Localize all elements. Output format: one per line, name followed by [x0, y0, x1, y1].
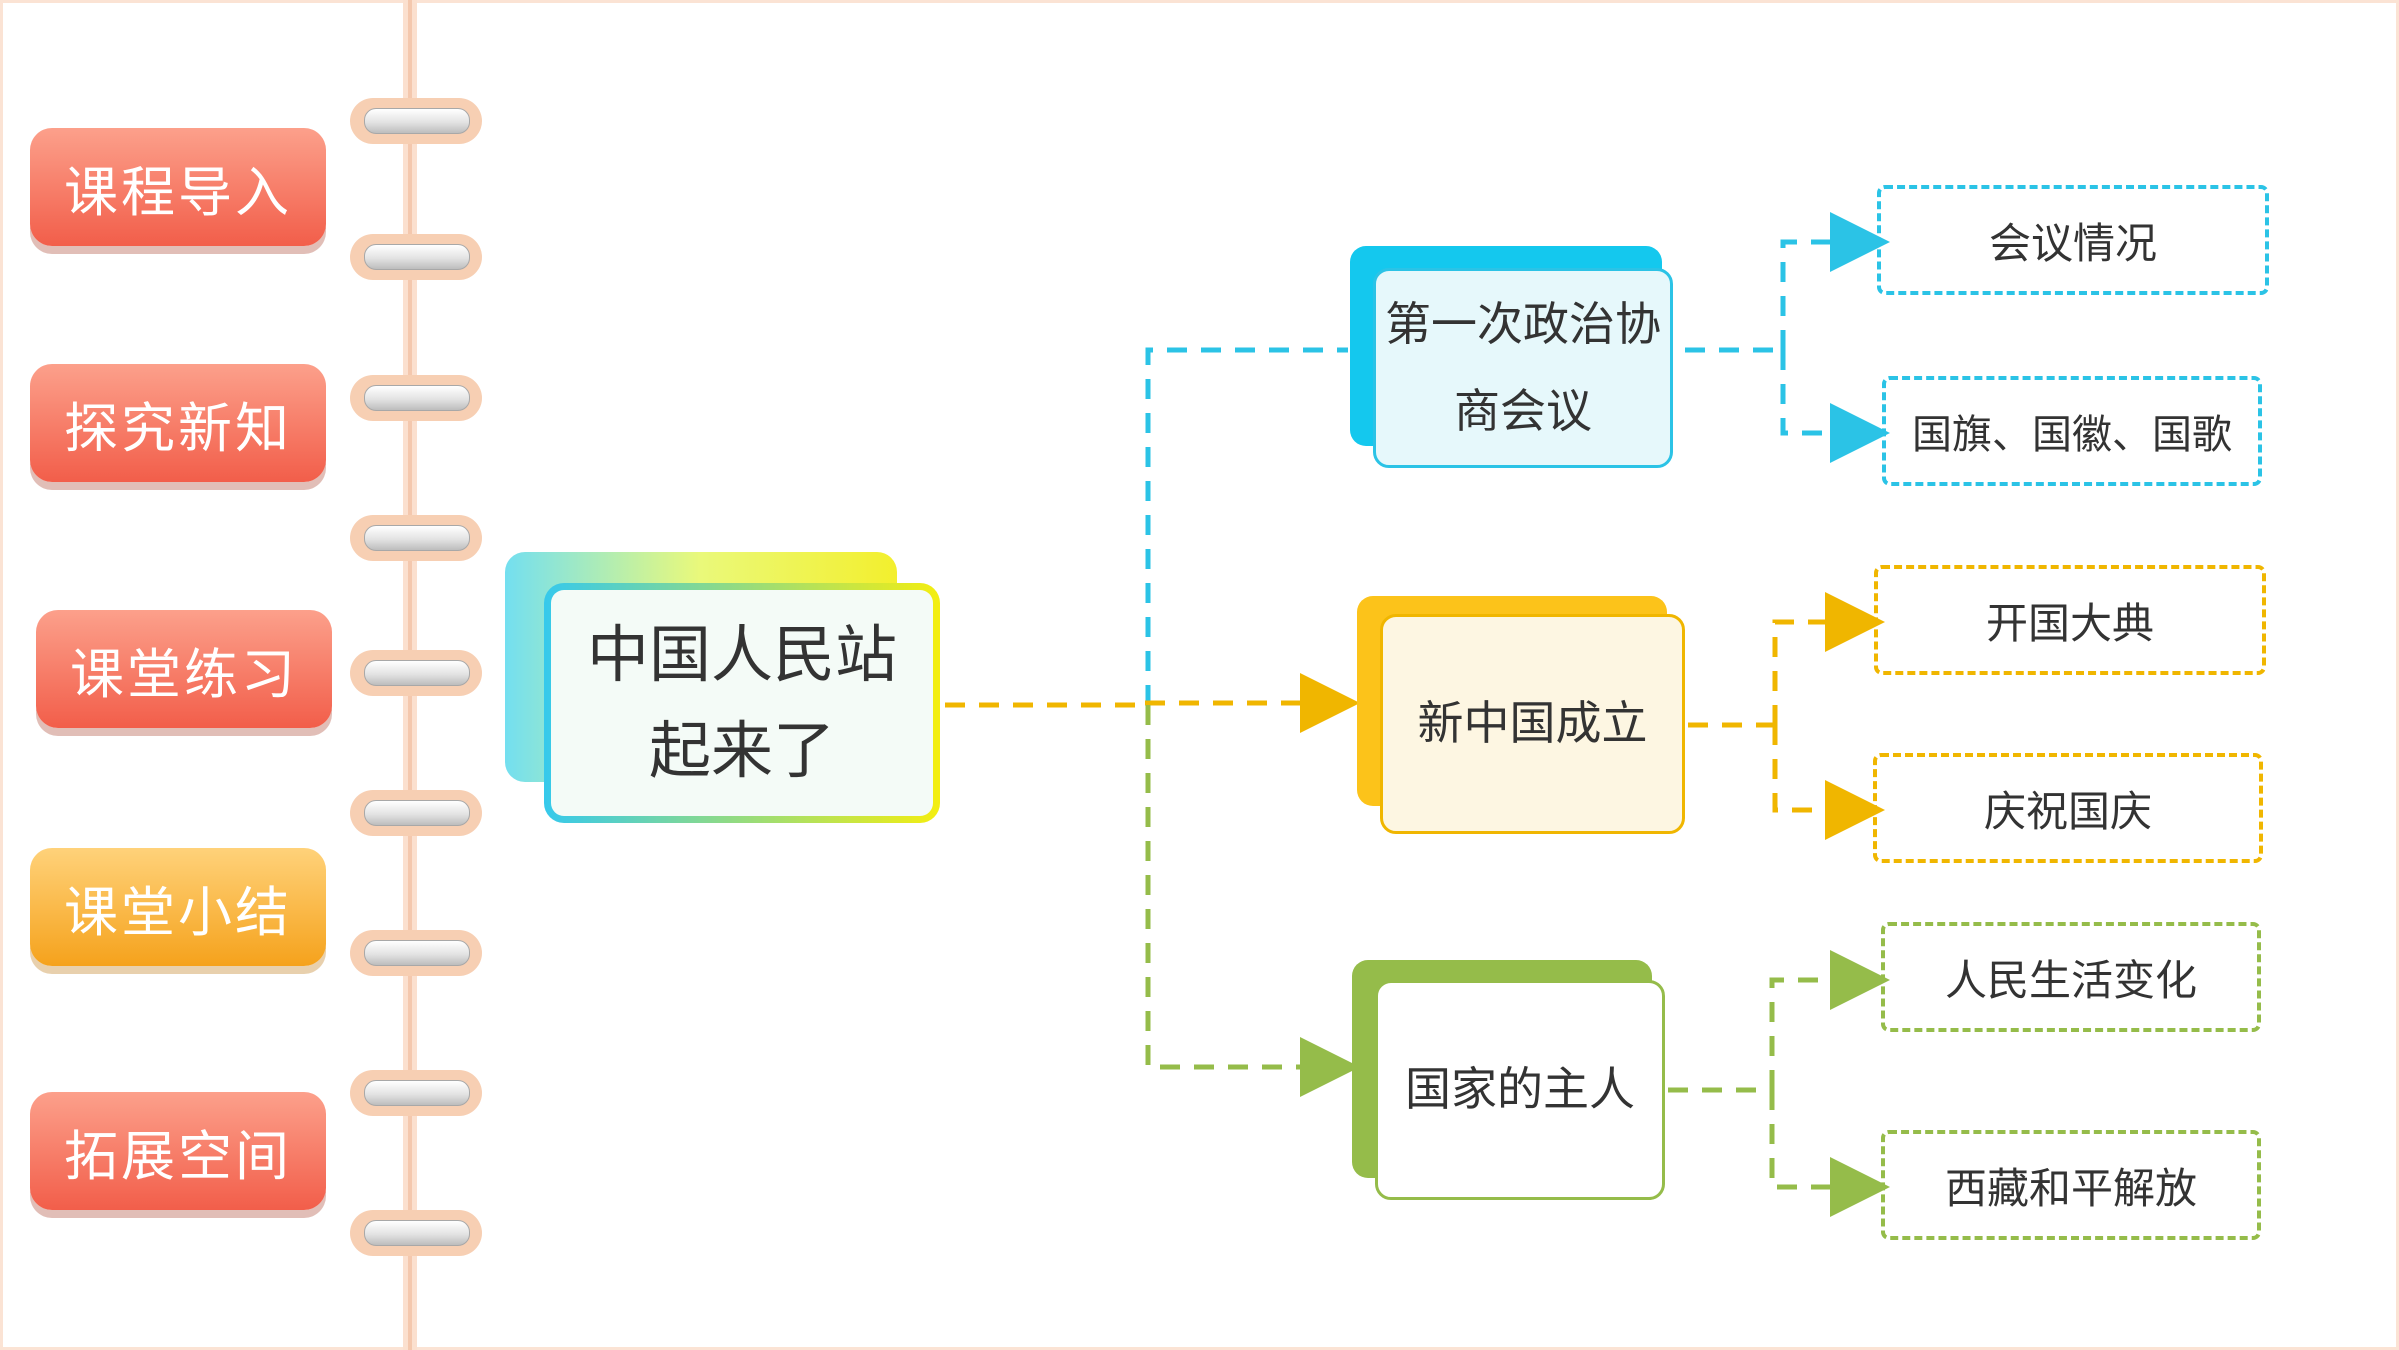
binder-ring [350, 375, 482, 421]
branch-label-line1: 国家的主人 [1405, 1062, 1635, 1117]
nav-tab-extension[interactable]: 拓展空间 [30, 1092, 326, 1210]
binder-ring [350, 1070, 482, 1116]
branch-node-political-conference: 第一次政治协 商会议 [1373, 268, 1673, 468]
leaf-national-day-celebration: 庆祝国庆 [1873, 753, 2263, 863]
binder-ring [350, 930, 482, 976]
nav-tab-practice[interactable]: 课堂练习 [36, 610, 332, 728]
binder-ring [350, 790, 482, 836]
nav-tab-course-intro[interactable]: 课程导入 [30, 128, 326, 246]
central-topic-line1: 中国人民站 [586, 617, 897, 691]
branch-label-line1: 第一次政治协 [1385, 296, 1661, 351]
connector-blue [1145, 347, 1348, 705]
branch-label-line1: 新中国成立 [1417, 696, 1648, 751]
central-topic-line2: 起来了 [648, 714, 835, 787]
binder-ring [350, 1210, 482, 1256]
connector-green [1145, 705, 1360, 1097]
leaf-flag-emblem-anthem: 国旗、国徽、国歌 [1882, 376, 2262, 486]
binder-ring [350, 98, 482, 144]
leaf-founding-ceremony: 开国大典 [1874, 565, 2266, 675]
leaf-conference-situation: 会议情况 [1877, 185, 2269, 295]
binder-ring [350, 650, 482, 696]
nav-tab-explore-new[interactable]: 探究新知 [30, 364, 326, 482]
branch-node-masters-of-country: 国家的主人 [1375, 980, 1665, 1200]
branch-label-line2: 商会议 [1454, 384, 1592, 438]
binder-ring [350, 515, 482, 561]
leaf-people-life-changes: 人民生活变化 [1881, 922, 2261, 1032]
leaf-tibet-liberation: 西藏和平解放 [1881, 1130, 2261, 1240]
central-topic: 中国人民站 起来了 [544, 583, 940, 823]
nav-tab-summary[interactable]: 课堂小结 [30, 848, 326, 966]
binder-ring [350, 234, 482, 280]
branch-node-new-china-founded: 新中国成立 [1380, 614, 1685, 834]
